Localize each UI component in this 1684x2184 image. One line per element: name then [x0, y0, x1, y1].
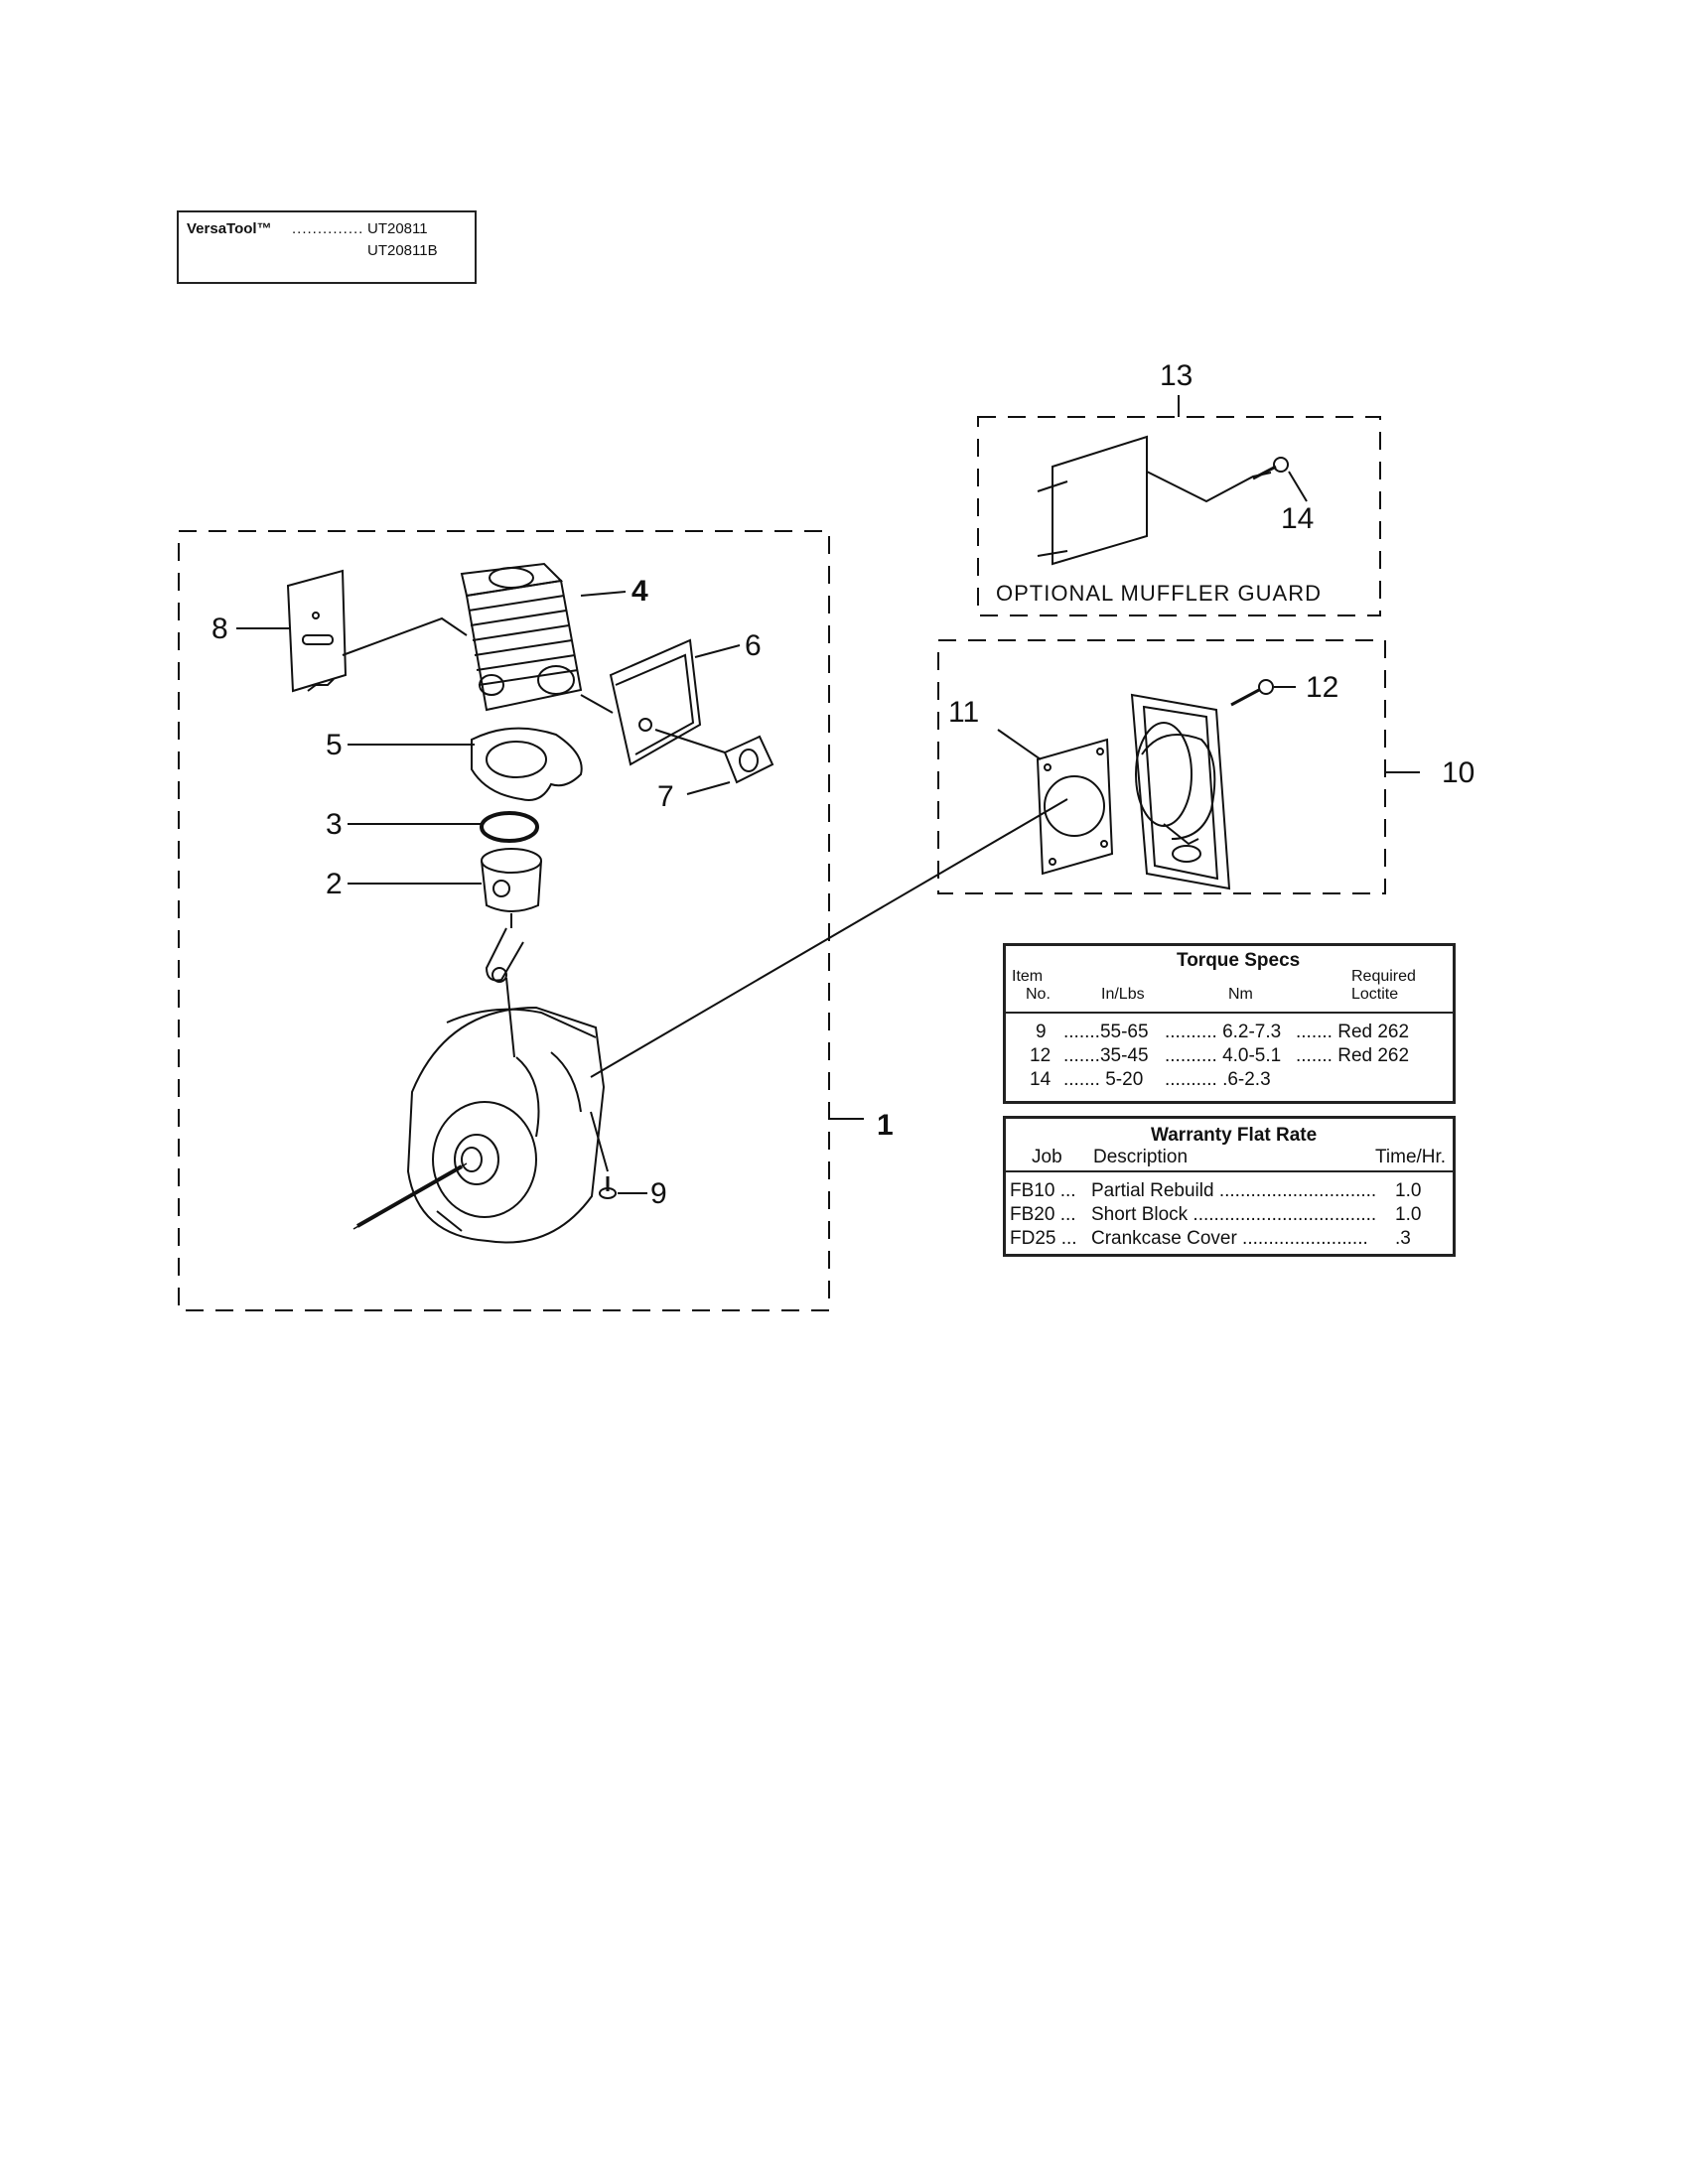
callout-8: 8	[211, 613, 228, 645]
muffler-guard-boundary	[977, 416, 1381, 616]
base-gasket-icon	[471, 727, 583, 801]
header-loctite: Loctite	[1351, 986, 1399, 1003]
muffler-assembly-boundary	[937, 639, 1386, 894]
shield-alignment-leader	[580, 694, 614, 714]
callout-6: 6	[745, 629, 762, 662]
callout-leader-11	[997, 729, 1042, 760]
header-description: Description	[1093, 1147, 1189, 1167]
warranty-row-description: Crankcase Cover ........................	[1091, 1228, 1368, 1249]
callout-leader-14	[1288, 471, 1308, 502]
callout-7: 7	[657, 780, 674, 813]
torque-row-nm: .......... .6-2.3	[1165, 1069, 1271, 1090]
torque-row-loctite: ....... Red 262	[1296, 1045, 1410, 1066]
callout-9: 9	[650, 1177, 667, 1210]
callout-10: 10	[1442, 756, 1474, 789]
callout-1: 1	[877, 1109, 894, 1142]
torque-row-item: 14	[1030, 1069, 1052, 1090]
model-box: VersaTool™ .............. UT20811 UT2081…	[177, 210, 477, 284]
intake-gasket-icon	[723, 735, 774, 784]
callout-4: 4	[632, 575, 648, 608]
callout-leader-6	[694, 644, 741, 658]
leader-dots: ..............	[292, 220, 364, 237]
warranty-row-job: FD25 ...	[1010, 1228, 1077, 1249]
callout-leader-7	[686, 781, 731, 795]
warranty-row-description: Short Block ............................…	[1091, 1204, 1377, 1225]
warranty-title: Warranty Flat Rate	[1151, 1125, 1318, 1146]
callout-2: 2	[326, 868, 343, 900]
gasket-8-alignment-leader	[342, 616, 468, 656]
guard-screw-icon	[1252, 457, 1289, 480]
header-item: Item	[1012, 968, 1044, 985]
piston-icon	[481, 848, 542, 928]
muffler-guard-screen-icon	[1037, 435, 1272, 566]
connecting-rod-icon	[485, 927, 524, 983]
muffler-mount-leader	[590, 798, 1068, 1078]
rod-alignment-leader	[505, 977, 515, 1058]
header-inlbs: In/Lbs	[1101, 986, 1145, 1003]
muffler-gasket-icon	[1036, 738, 1114, 876]
crankcase-icon	[352, 1006, 606, 1244]
callout-14: 14	[1281, 502, 1314, 535]
model-number-1: UT20811	[367, 220, 428, 237]
intake-alignment-leader	[654, 729, 726, 753]
warranty-row-job: FB10 ...	[1010, 1180, 1076, 1201]
muffler-guard-caption: OPTIONAL MUFFLER GUARD	[996, 581, 1322, 606]
callout-13: 13	[1160, 359, 1193, 392]
torque-specs-title: Torque Specs	[1177, 950, 1301, 971]
torque-row-item: 9	[1036, 1022, 1047, 1042]
callout-3: 3	[326, 808, 343, 841]
header-job: Job	[1032, 1147, 1062, 1167]
warranty-row-time: 1.0	[1395, 1180, 1422, 1201]
warranty-flat-rate-table: Warranty Flat Rate Job Description Time/…	[1003, 1116, 1456, 1257]
warranty-row-time: 1.0	[1395, 1204, 1422, 1225]
model-number-2: UT20811B	[367, 242, 438, 259]
cylinder-icon	[460, 562, 583, 712]
callout-leader-4	[580, 591, 627, 597]
torque-row-loctite: ....... Red 262	[1296, 1022, 1410, 1042]
torque-row-inlbs: ....... 5-20	[1063, 1069, 1144, 1090]
heat-shield-icon	[609, 638, 702, 766]
header-divider	[1006, 1012, 1453, 1014]
torque-row-nm: .......... 6.2-7.3	[1165, 1022, 1282, 1042]
warranty-row-time: .3	[1395, 1228, 1411, 1249]
header-required: Required	[1351, 968, 1416, 985]
warranty-row-description: Partial Rebuild ........................…	[1091, 1180, 1377, 1201]
torque-row-inlbs: .......35-45	[1063, 1045, 1149, 1066]
muffler-body-icon	[1130, 693, 1231, 890]
header-time: Time/Hr.	[1375, 1147, 1447, 1167]
brand-name: VersaTool™	[187, 220, 272, 237]
piston-ring-icon	[480, 811, 539, 843]
crankcase-bolt-icon	[599, 1176, 617, 1199]
torque-row-inlbs: .......55-65	[1063, 1022, 1149, 1042]
header-no: No.	[1026, 986, 1051, 1003]
torque-row-nm: .......... 4.0-5.1	[1165, 1045, 1282, 1066]
callout-12: 12	[1306, 671, 1338, 704]
callout-5: 5	[326, 729, 343, 761]
warranty-row-job: FB20 ...	[1010, 1204, 1076, 1225]
header-divider	[1006, 1170, 1453, 1172]
muffler-bolt-icon	[1230, 679, 1274, 707]
torque-specs-table: Torque Specs Item No. In/Lbs Nm Required…	[1003, 943, 1456, 1104]
cylinder-gasket-8-icon	[286, 569, 348, 693]
callout-11: 11	[948, 696, 979, 729]
torque-row-item: 12	[1030, 1045, 1052, 1066]
header-nm: Nm	[1228, 986, 1253, 1003]
bolt-alignment-leader	[590, 1111, 609, 1172]
